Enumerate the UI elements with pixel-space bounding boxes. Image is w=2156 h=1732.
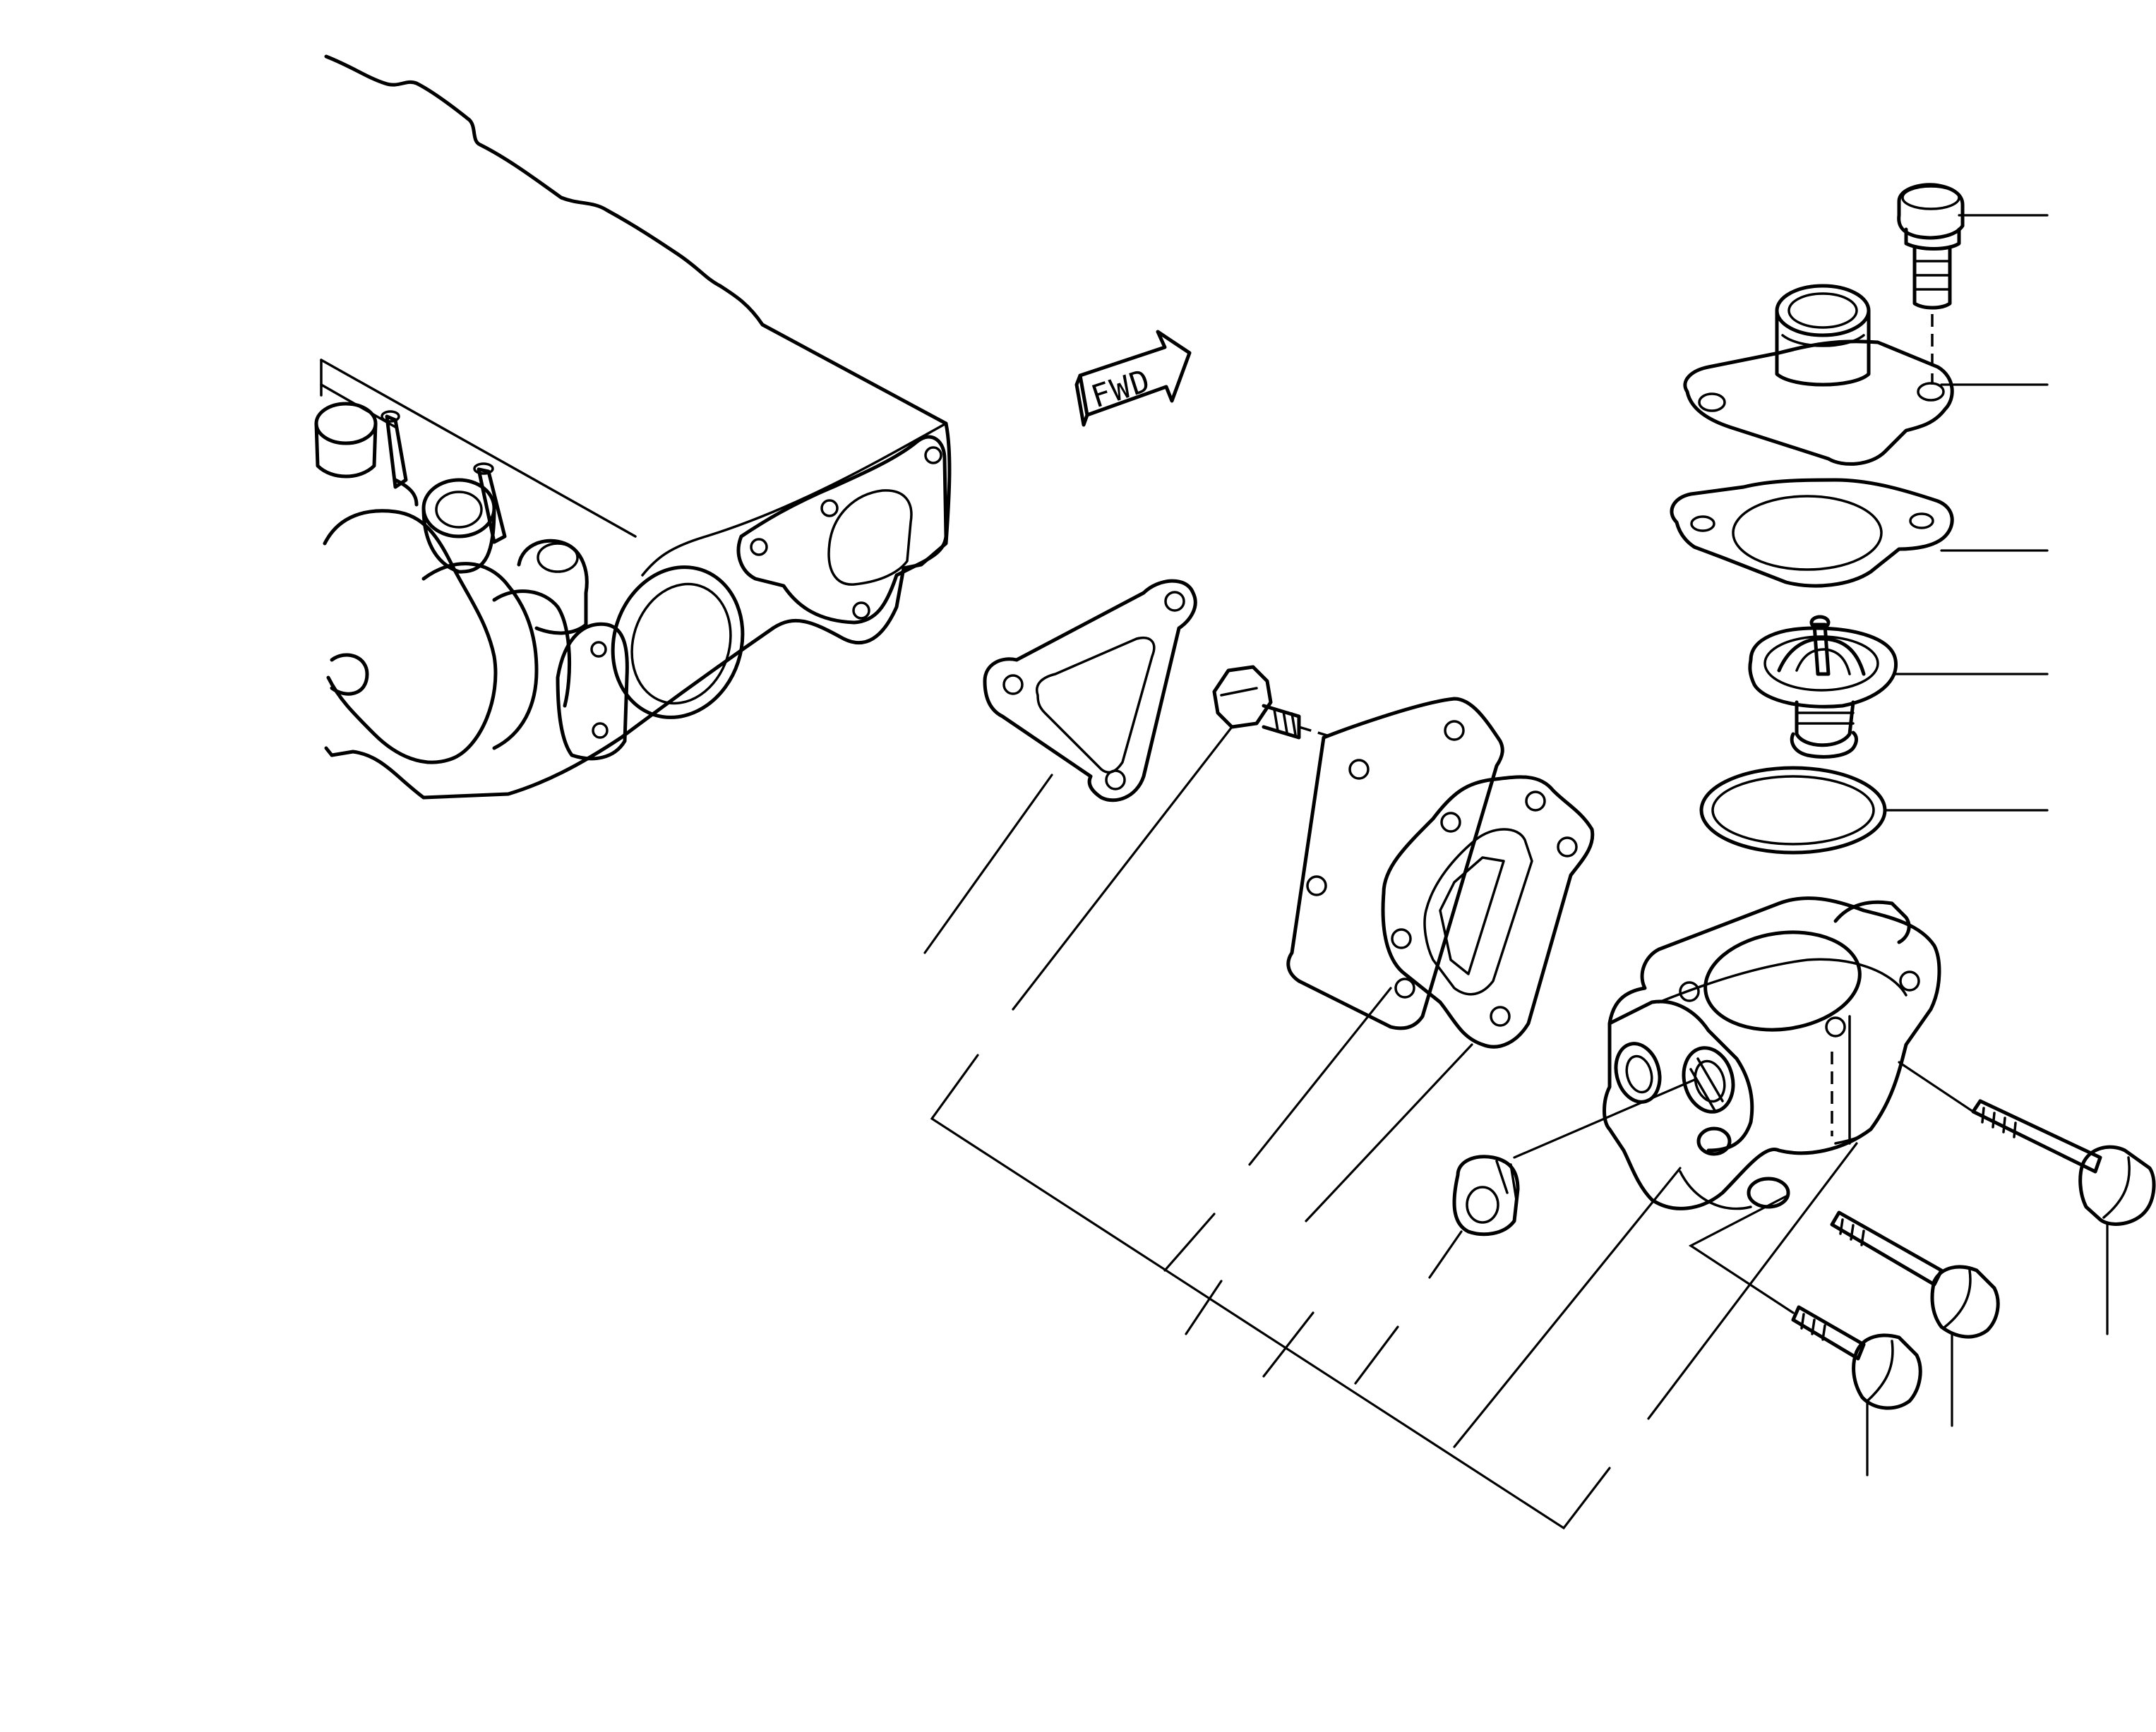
- small-flange-bolt: [1212, 665, 1328, 740]
- cover-plate: [1286, 697, 1504, 1030]
- leader-lines: [923, 214, 2109, 1530]
- long-bolt: [1971, 1099, 2156, 1226]
- thermostat: [1748, 615, 1898, 759]
- medium-bolt: [1830, 1210, 2000, 1339]
- outlet-gasket: [1670, 478, 1954, 588]
- triangular-gasket: [983, 579, 1197, 802]
- water-outlet-elbow: [1683, 284, 1954, 466]
- forward-direction-arrow: FWD: [1074, 330, 1192, 427]
- top-flange-bolt: [1897, 183, 1965, 385]
- cylinder-head: [314, 54, 952, 800]
- o-ring: [1699, 766, 1887, 855]
- thermostat-housing: [1603, 896, 1941, 1210]
- threaded-plug: [1452, 1155, 1520, 1237]
- housing-gasket: [1381, 775, 1595, 1049]
- short-bolt: [1791, 1305, 1922, 1410]
